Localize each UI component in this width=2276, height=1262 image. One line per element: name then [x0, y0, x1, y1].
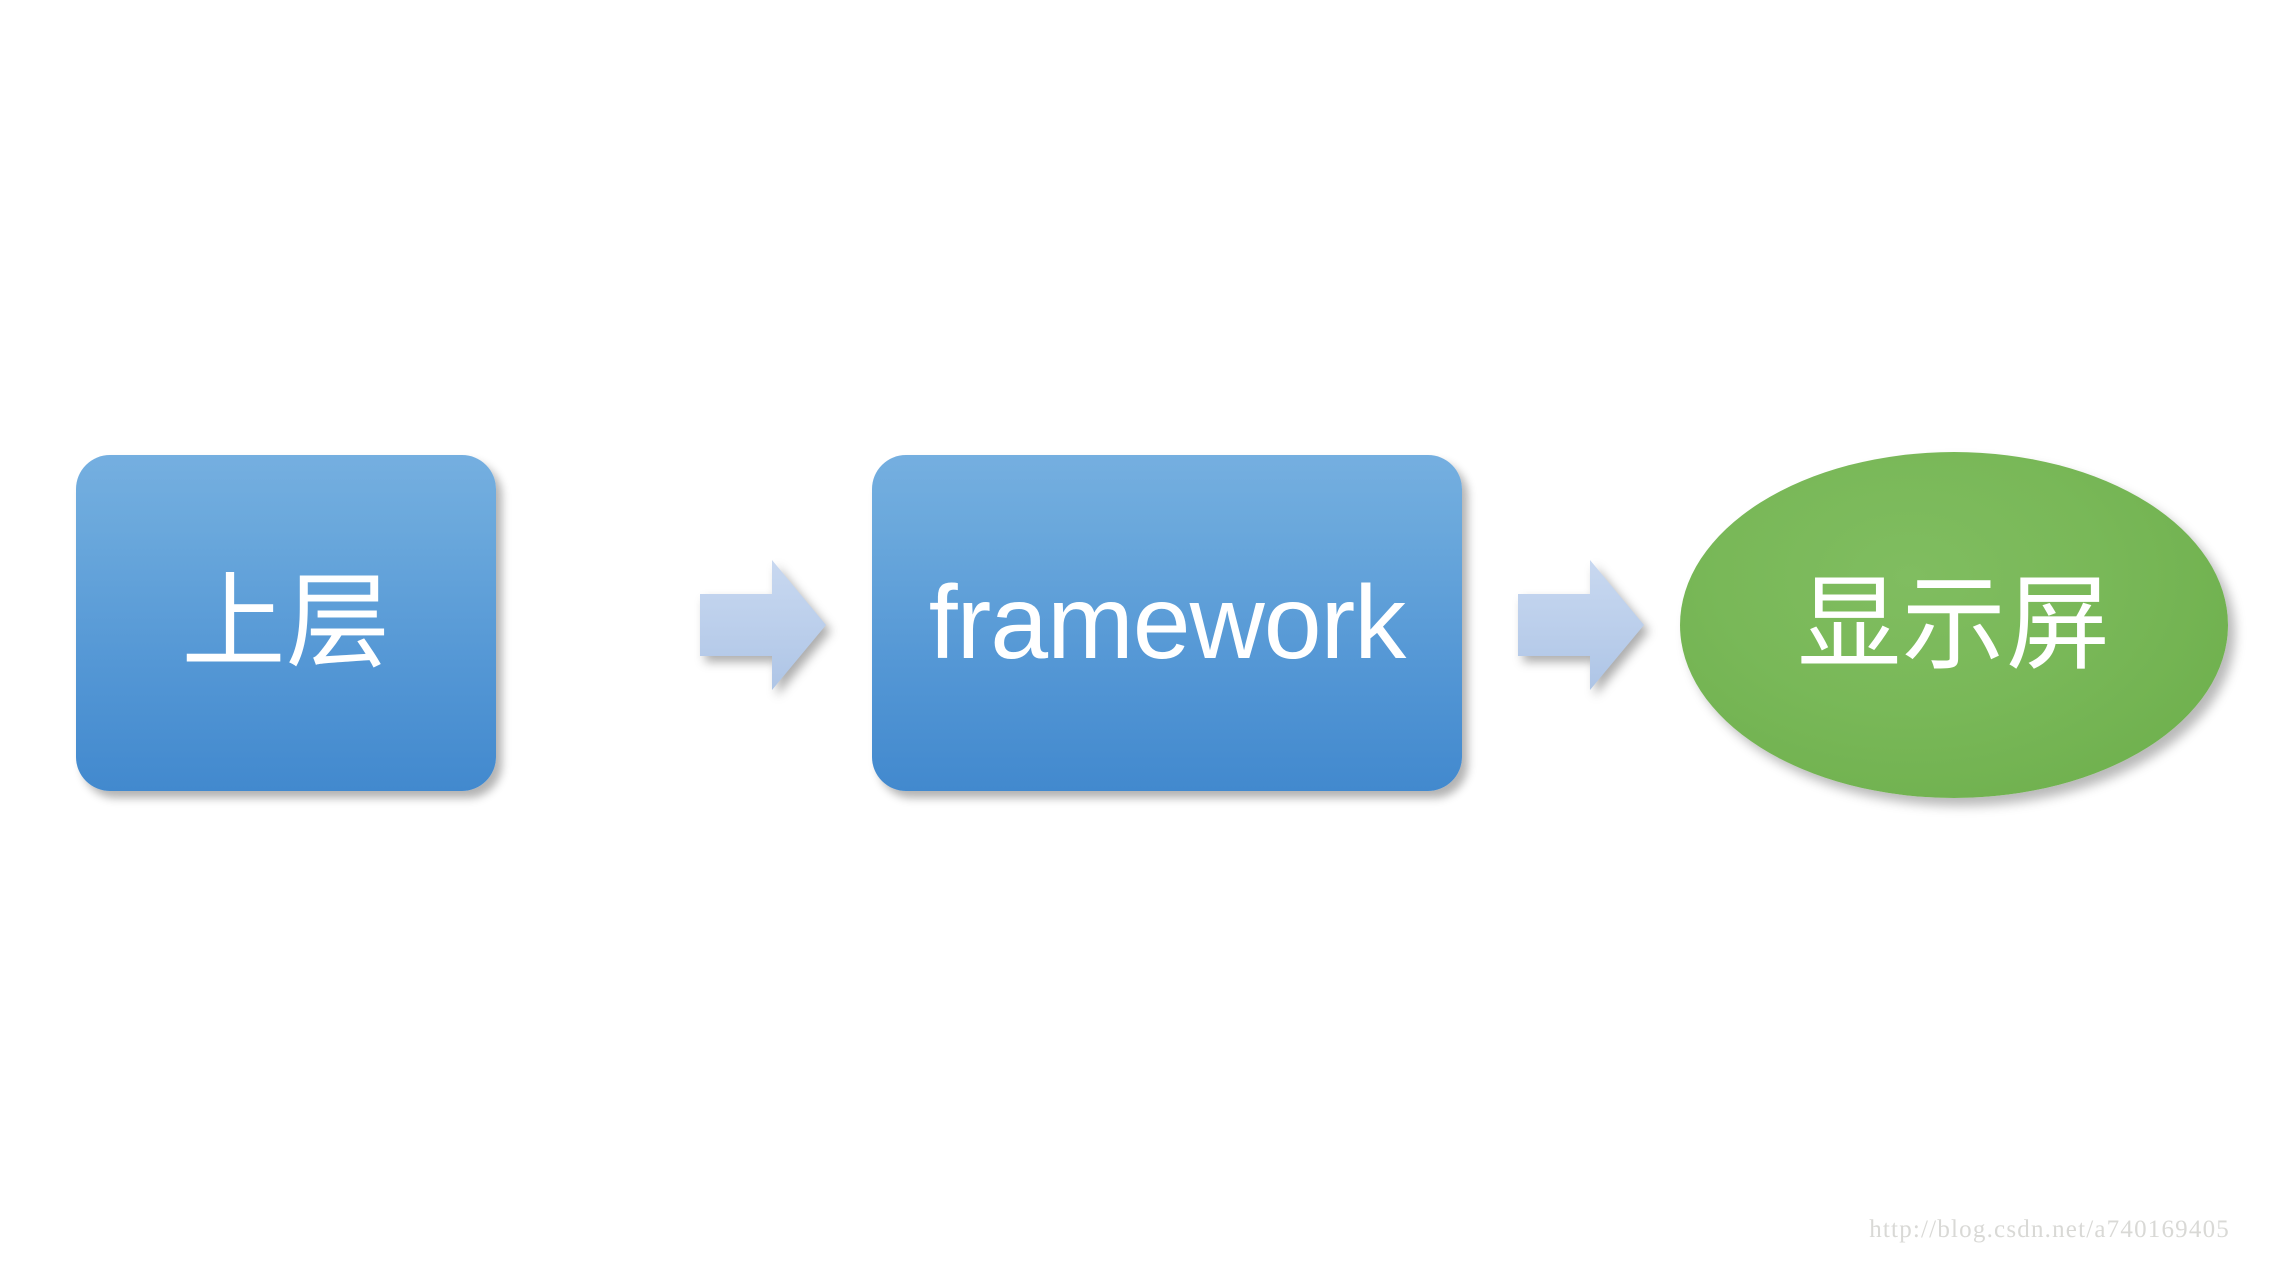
node-upper-layer-label: 上层: [181, 565, 391, 681]
node-display-screen[interactable]: 显示屏: [1680, 452, 2228, 798]
node-framework[interactable]: framework: [872, 455, 1462, 791]
node-framework-label: framework: [928, 565, 1406, 681]
block-arrow-right-shape: [1518, 560, 1644, 690]
block-arrow-right-icon: [700, 558, 826, 692]
block-arrow-right-icon: [1518, 558, 1644, 692]
watermark-url: http://blog.csdn.net/a740169405: [1869, 1216, 2230, 1243]
node-upper-layer[interactable]: 上层: [76, 455, 496, 791]
node-display-screen-label: 显示屏: [1797, 567, 2111, 683]
block-arrow-right-shape: [700, 560, 826, 690]
